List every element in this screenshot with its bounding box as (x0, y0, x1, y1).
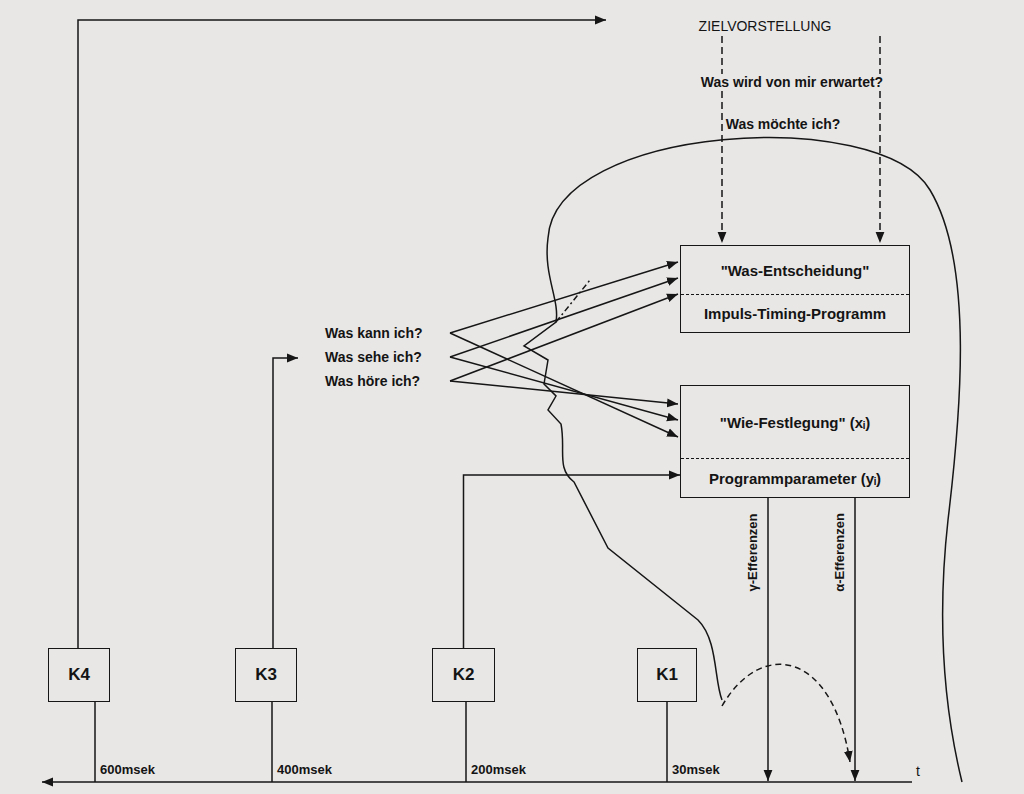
box-text: K1 (638, 649, 696, 701)
goal-question: Was möchte ich? (726, 116, 841, 132)
goal-heading: ZIELVORSTELLUNG (696, 18, 835, 34)
perception-arrow (450, 381, 678, 404)
box-text: K4 (49, 649, 109, 701)
feedback-line (273, 358, 298, 648)
perception-arrow (450, 294, 678, 381)
nose-bridge-dash (556, 280, 590, 322)
feedback-connector (464, 475, 681, 648)
efferent-label: α-Efferenzen (833, 513, 848, 592)
box-text: "Was-Entscheidung" (681, 246, 909, 295)
time-label: 200msek (471, 763, 526, 778)
perception-question: Was sehe ich? (325, 349, 422, 365)
decision-box: "Was-Entscheidung"Impuls-Timing-Programm (680, 245, 910, 333)
control-loop-box: K2 (432, 648, 495, 702)
time-label: 30msek (672, 763, 720, 778)
axis-label: t (916, 763, 920, 779)
time-tick (666, 700, 668, 782)
goal-arrow (879, 36, 881, 243)
control-loop-box: K3 (235, 648, 297, 702)
box-text: Impuls-Timing-Programm (681, 295, 909, 332)
control-loop-box: K1 (637, 648, 697, 702)
perception-arrow (450, 333, 678, 437)
time-label: 600msek (100, 763, 155, 778)
goal-arrow (721, 36, 723, 243)
perception-arrow (450, 278, 678, 357)
efferent-line (854, 497, 856, 781)
goal-question: Was wird von mir erwartet? (698, 74, 886, 90)
specification-box: "Wie-Festlegung" (xᵢ)Programmparameter (… (680, 385, 910, 498)
time-tick (94, 700, 96, 782)
time-tick (271, 700, 273, 782)
time-axis (42, 781, 912, 783)
perception-arrow (450, 262, 678, 333)
time-tick (465, 700, 467, 782)
perception-arrow (450, 357, 678, 420)
efferent-label: γ-Efferenzen (746, 513, 761, 591)
perception-question: Was kann ich? (325, 325, 423, 341)
perception-question: Was höre ich? (325, 373, 420, 389)
box-text: K2 (433, 649, 494, 701)
head-outline (548, 138, 962, 782)
efferent-line (767, 497, 769, 781)
box-text: "Wie-Festlegung" (xᵢ) (681, 386, 909, 459)
time-label: 400msek (277, 763, 332, 778)
control-loop-box: K4 (48, 648, 110, 702)
gamma-loop-arrow (722, 664, 850, 762)
feedback-line (78, 20, 606, 648)
box-text: K3 (236, 649, 296, 701)
box-text: Programmparameter (yᵢ) (681, 459, 909, 497)
